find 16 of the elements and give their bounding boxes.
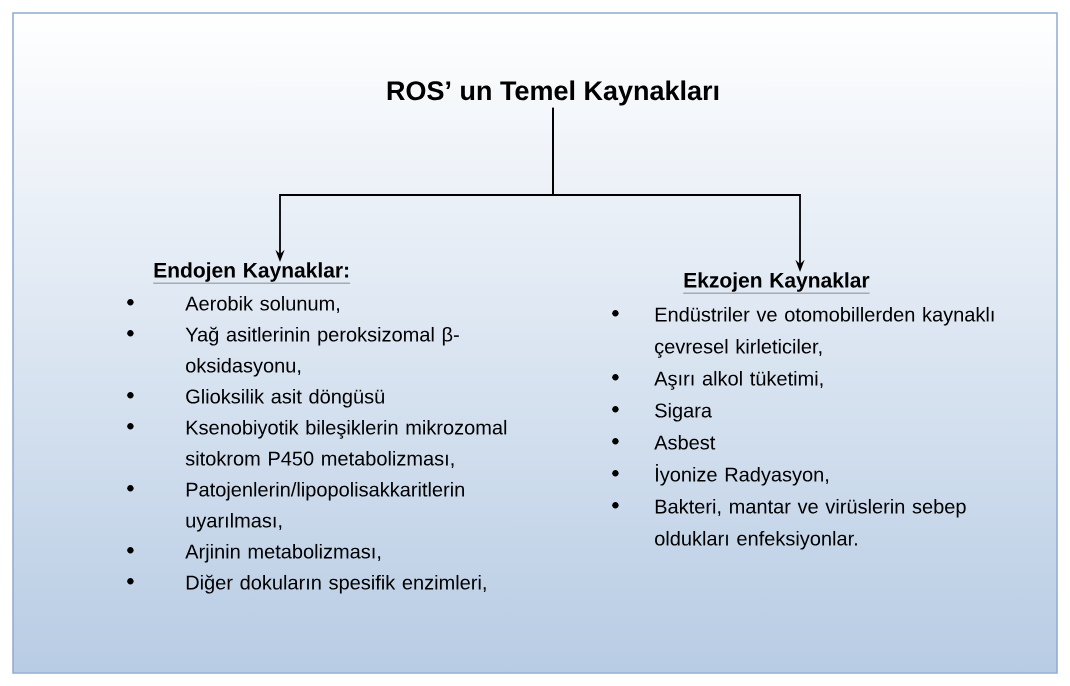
list-item: Patojenlerin/lipopolisakkaritlerin uyarılması, <box>127 481 464 532</box>
list-item: Aerobik solunum, <box>127 295 339 313</box>
list-item: Arjinin metabolizması, <box>127 543 381 563</box>
list-item: Endüstriler ve otomobillerden kaynaklı çevresel kirleticiler, <box>612 306 994 358</box>
title: ROS’ un Temel Kaynakları <box>387 80 719 106</box>
list-item: İyonize Radyasyon, <box>612 464 829 486</box>
list-item: Asbest <box>612 434 716 450</box>
list-item: Yağ asitlerinin peroksizomal β-oksidasyonu, <box>127 326 459 377</box>
list-item: Glioksilik asit döngüsü <box>127 388 384 408</box>
list-item: Bakteri, mantar ve virüslerin sebep oldukları enfeksiyonlar. <box>612 498 966 550</box>
list-item: Diğer dokuların spesifik enzimleri, <box>127 574 486 594</box>
section-heading: Ekzojen Kaynaklar <box>683 272 870 294</box>
list-item: Aşırı alkol tüketimi, <box>612 370 823 390</box>
list-item: Sigara <box>612 402 712 422</box>
list-item: Ksenobiyotik bileşiklerin mikrozomal sitokrom P450 metabolizması, <box>127 419 507 468</box>
section-heading: Endojen Kaynaklar: <box>153 262 351 284</box>
